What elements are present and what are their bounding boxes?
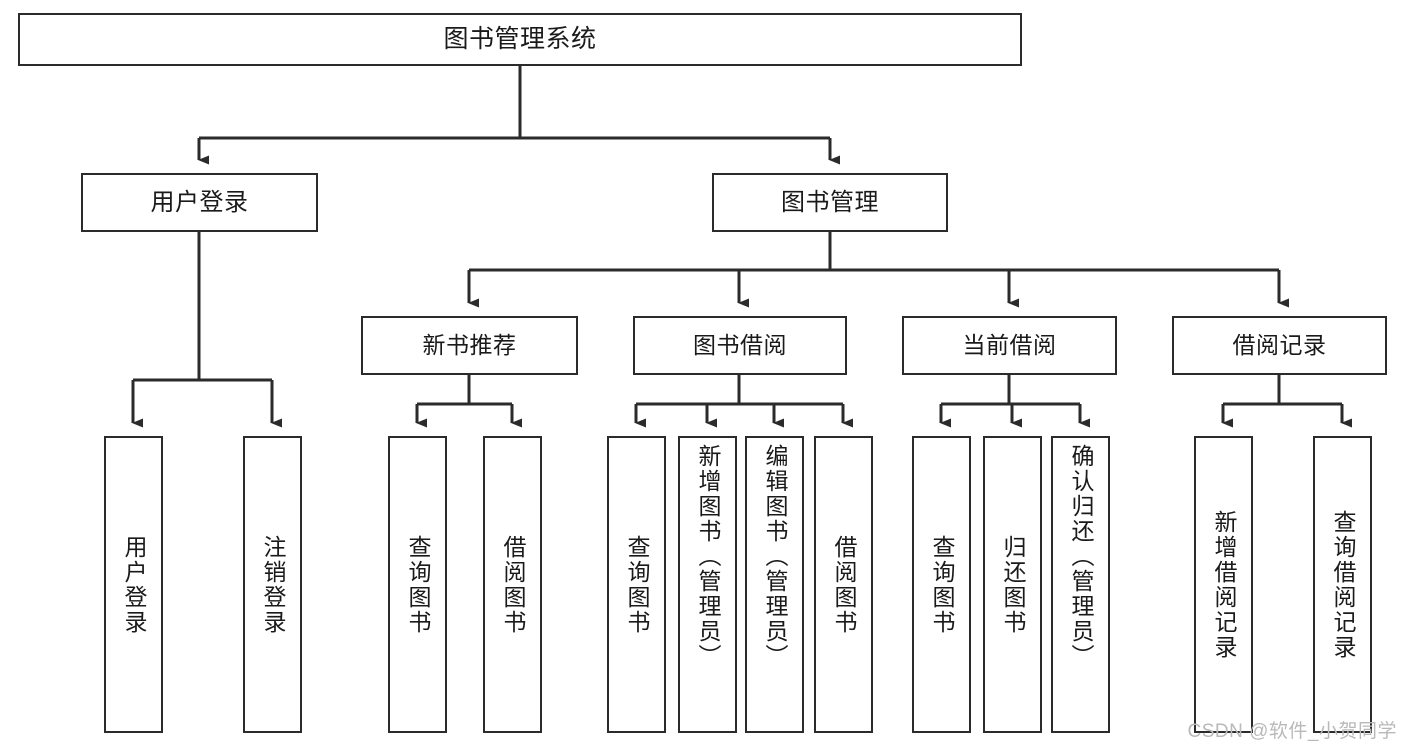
node-leaf-confirm-return[interactable]: 确认归还（管理员） xyxy=(1051,436,1110,733)
node-label-leaf-edit-book: 编辑图书（管理员） xyxy=(762,444,788,669)
node-current-borrow[interactable]: 当前借阅 xyxy=(902,316,1117,375)
node-leaf-query-record[interactable]: 查询借阅记录 xyxy=(1313,436,1372,733)
node-leaf-return-book[interactable]: 归还图书 xyxy=(983,436,1042,733)
node-label-leaf-confirm-return: 确认归还（管理员） xyxy=(1068,444,1094,669)
node-label-new-book-recommend: 新书推荐 xyxy=(422,332,517,359)
csdn-watermark: CSDN @软件_小贺同学 xyxy=(1187,721,1397,742)
node-leaf-borrow-book-2[interactable]: 借阅图书 xyxy=(814,436,873,733)
node-leaf-logout[interactable]: 注销登录 xyxy=(243,436,302,733)
node-leaf-user-login[interactable]: 用户登录 xyxy=(104,436,163,733)
node-leaf-borrow-book-1[interactable]: 借阅图书 xyxy=(483,436,542,733)
node-label-root: 图书管理系统 xyxy=(443,25,597,53)
node-book-manage[interactable]: 图书管理 xyxy=(712,173,948,232)
node-label-user-login: 用户登录 xyxy=(150,188,249,216)
node-label-borrow-records: 借阅记录 xyxy=(1232,332,1327,359)
node-label-leaf-user-login: 用户登录 xyxy=(121,534,147,635)
node-label-book-manage: 图书管理 xyxy=(781,188,879,216)
node-root[interactable]: 图书管理系统 xyxy=(18,13,1022,66)
node-user-login[interactable]: 用户登录 xyxy=(81,173,318,232)
node-label-book-borrow: 图书借阅 xyxy=(693,332,787,359)
node-label-leaf-logout: 注销登录 xyxy=(260,534,286,635)
node-label-leaf-query-book-1: 查询图书 xyxy=(405,534,431,635)
node-label-leaf-borrow-book-1: 借阅图书 xyxy=(500,534,526,635)
node-label-leaf-query-record: 查询借阅记录 xyxy=(1330,509,1356,660)
node-leaf-query-book-3[interactable]: 查询图书 xyxy=(912,436,971,733)
node-borrow-records[interactable]: 借阅记录 xyxy=(1172,316,1387,375)
node-book-borrow[interactable]: 图书借阅 xyxy=(633,316,847,375)
node-leaf-query-book-2[interactable]: 查询图书 xyxy=(607,436,666,733)
node-leaf-query-book-1[interactable]: 查询图书 xyxy=(388,436,447,733)
node-label-leaf-borrow-book-2: 借阅图书 xyxy=(831,534,857,635)
node-leaf-edit-book[interactable]: 编辑图书（管理员） xyxy=(745,436,804,733)
node-label-leaf-add-book: 新增图书（管理员） xyxy=(695,444,721,669)
node-label-leaf-return-book: 归还图书 xyxy=(1000,534,1026,635)
node-label-leaf-add-record: 新增借阅记录 xyxy=(1211,509,1237,660)
node-label-leaf-query-book-2: 查询图书 xyxy=(624,534,650,635)
node-label-current-borrow: 当前借阅 xyxy=(962,332,1057,359)
node-leaf-add-record[interactable]: 新增借阅记录 xyxy=(1194,436,1253,733)
node-new-book-recommend[interactable]: 新书推荐 xyxy=(361,316,578,375)
node-label-leaf-query-book-3: 查询图书 xyxy=(929,534,955,635)
node-leaf-add-book[interactable]: 新增图书（管理员） xyxy=(678,436,737,733)
